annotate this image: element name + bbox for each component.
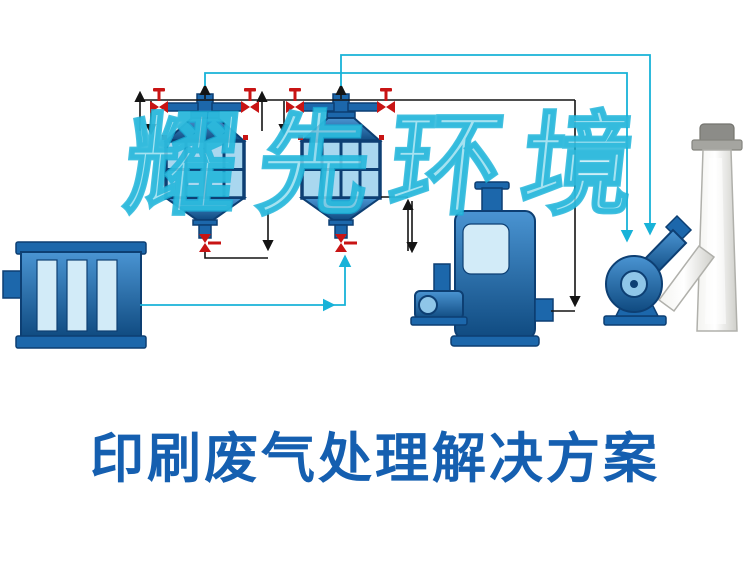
valve-icon bbox=[286, 88, 304, 113]
adsorber-1-top-cone bbox=[163, 117, 247, 142]
tower-outlet-stub bbox=[534, 298, 554, 322]
valve-icon bbox=[377, 88, 395, 113]
flow-lines bbox=[134, 54, 657, 312]
filter-cartridge bbox=[96, 259, 118, 332]
fan-base bbox=[603, 315, 667, 326]
pump-inlet bbox=[418, 295, 438, 315]
valve-icon bbox=[150, 88, 168, 113]
valve-icon bbox=[241, 88, 259, 113]
bypass-line-to-stack bbox=[340, 54, 657, 236]
adsorber-1-right-stub bbox=[211, 102, 243, 112]
adsorber-1-left-stub bbox=[166, 102, 199, 112]
adsorber-1-bottom-cone bbox=[162, 197, 248, 221]
adsorber-2-bottom-cone bbox=[298, 197, 384, 221]
circulation-pump bbox=[410, 263, 468, 326]
nozzle-icon bbox=[243, 135, 248, 140]
centrifugal-fan bbox=[603, 214, 693, 326]
valves bbox=[150, 88, 395, 252]
adsorber-2-top-cone bbox=[299, 117, 383, 142]
tower-base bbox=[450, 335, 540, 347]
diagram-title: 印刷废气处理解决方案 bbox=[90, 426, 660, 490]
adsorber-2 bbox=[298, 93, 384, 239]
filter-cartridge bbox=[36, 259, 58, 332]
chimney-cap-brim bbox=[691, 139, 743, 151]
flow-line-adsorber-1-drain bbox=[204, 248, 268, 259]
chimney bbox=[657, 123, 743, 332]
valve-icon bbox=[335, 234, 357, 252]
nozzle-icon bbox=[379, 135, 384, 140]
valve-icon bbox=[199, 234, 221, 252]
adsorber-1 bbox=[162, 93, 248, 239]
filter-unit-base bbox=[15, 335, 147, 349]
inlet-filter-unit bbox=[2, 241, 147, 349]
adsorber-2-left-stub bbox=[302, 102, 335, 112]
fan-hub bbox=[630, 280, 638, 288]
chimney-inlet-duct bbox=[657, 244, 716, 313]
filter-cartridge bbox=[66, 259, 88, 332]
nozzle-icon bbox=[162, 135, 167, 140]
tower-window bbox=[462, 223, 510, 275]
nozzle-icon bbox=[298, 135, 303, 140]
chimney-highlight bbox=[705, 158, 726, 324]
flow-arrow-up-into-adsorber-2 bbox=[333, 254, 352, 306]
adsorber-2-right-stub bbox=[347, 102, 379, 112]
pump-riser bbox=[433, 263, 451, 295]
bypass-line-to-fan bbox=[204, 72, 634, 243]
pump-base bbox=[410, 316, 468, 326]
scrubber-tower bbox=[450, 181, 554, 347]
